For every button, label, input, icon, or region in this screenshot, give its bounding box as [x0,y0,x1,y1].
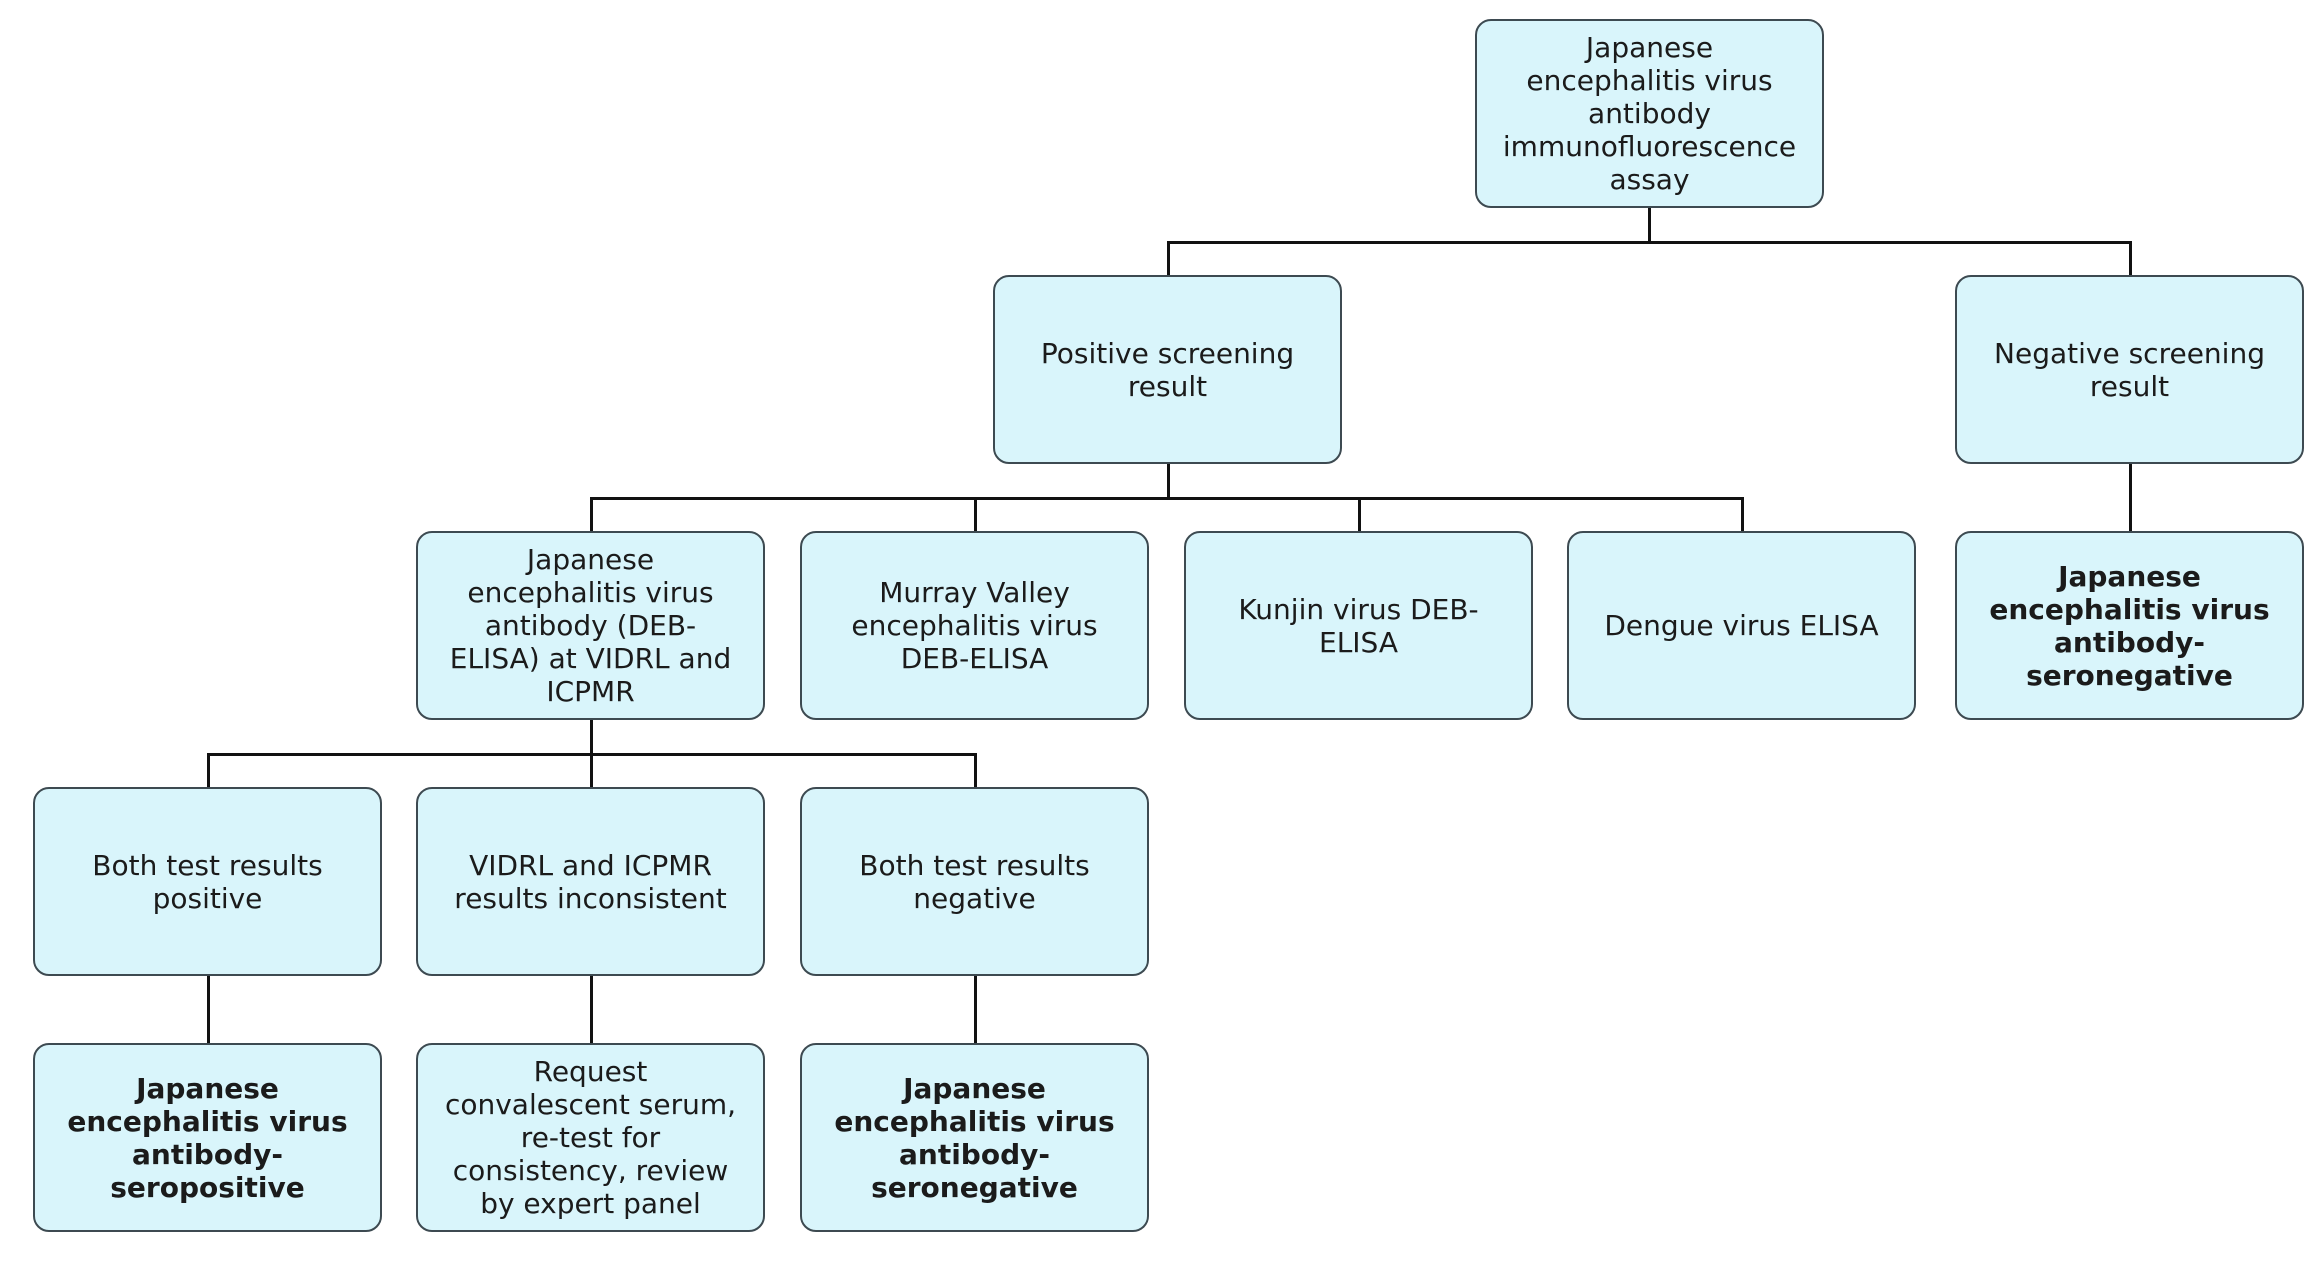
node-both-negative: Both test results negative [800,787,1149,976]
connector [1648,208,1651,244]
node-label: Japanese encephalitis virus antibody imm… [1502,31,1797,196]
node-label: Japanese encephalitis virus antibody-ser… [1989,559,2270,692]
connector [590,976,593,1043]
node-je-deb-elisa: Japanese encephalitis virus antibody (DE… [416,531,765,720]
connector [207,753,210,787]
node-both-positive: Both test results positive [33,787,382,976]
connector [1167,241,2132,244]
connector [1167,464,1170,500]
node-label: Positive screening result [1040,336,1295,403]
node-label: Both test results positive [92,848,323,915]
connector [2129,464,2132,531]
node-label: Murray Valley encephalitis virus DEB-ELI… [851,576,1098,675]
node-positive-screening: Positive screening result [993,275,1342,464]
node-je-ifa-assay: Japanese encephalitis virus antibody imm… [1475,19,1824,208]
connector [974,753,977,787]
node-seronegative: Japanese encephalitis virus antibody-ser… [800,1043,1149,1232]
node-inconsistent: VIDRL and ICPMR results inconsistent [416,787,765,976]
node-label: Both test results negative [859,848,1090,915]
node-label: Japanese encephalitis virus antibody-ser… [67,1071,348,1204]
node-negative-outcome: Japanese encephalitis virus antibody-ser… [1955,531,2304,720]
node-label: Kunjin virus DEB-ELISA [1238,592,1479,659]
node-kunjin: Kunjin virus DEB-ELISA [1184,531,1533,720]
node-label: VIDRL and ICPMR results inconsistent [454,848,727,915]
node-label: Japanese encephalitis virus antibody (DE… [449,543,732,708]
connector [1741,497,1744,531]
connector [1358,497,1361,531]
connector [590,753,593,787]
connector [590,720,593,756]
node-convalescent: Request convalescent serum, re-test for … [416,1043,765,1232]
connector [2129,241,2132,275]
connector [207,976,210,1043]
node-label: Dengue virus ELISA [1604,609,1879,642]
node-negative-screening: Negative screening result [1955,275,2304,464]
connector [974,497,977,531]
node-label: Negative screening result [1994,336,2265,403]
connector [590,497,593,531]
node-murray-valley: Murray Valley encephalitis virus DEB-ELI… [800,531,1149,720]
node-label: Japanese encephalitis virus antibody-ser… [834,1071,1115,1204]
node-seropositive: Japanese encephalitis virus antibody-ser… [33,1043,382,1232]
node-dengue: Dengue virus ELISA [1567,531,1916,720]
connector [1167,241,1170,275]
connector [590,497,1744,500]
connector [974,976,977,1043]
node-label: Request convalescent serum, re-test for … [444,1055,737,1220]
